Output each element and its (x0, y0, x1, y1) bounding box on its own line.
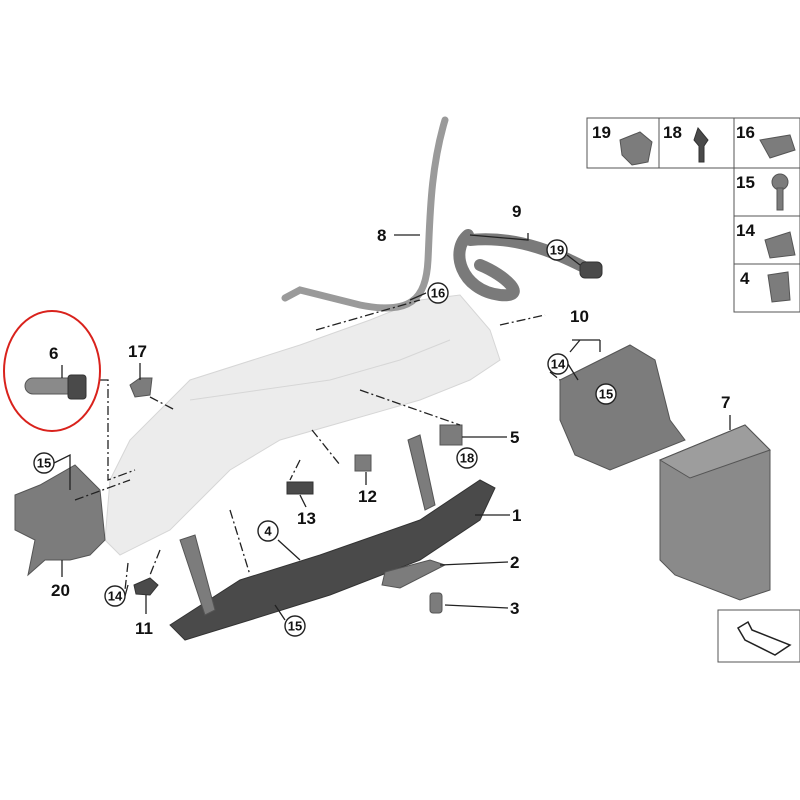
callout-7: 7 (721, 393, 730, 412)
callout-13: 13 (297, 509, 316, 528)
lid-hinge-right (407, 434, 436, 511)
svg-text:19: 19 (550, 243, 564, 258)
circled-callout-15: 15 (33, 452, 55, 474)
part-8-duct (281, 116, 449, 312)
part-1-glove-box-lid (169, 479, 496, 641)
svg-text:16: 16 (431, 286, 445, 301)
callout-20: 20 (51, 581, 70, 600)
part-20-bracket (14, 464, 106, 577)
part-17-clip (129, 377, 153, 398)
part-9-connector (579, 261, 603, 279)
svg-text:14: 14 (551, 357, 566, 372)
callout-5: 5 (510, 428, 519, 447)
circled-callout-16: 16 (427, 282, 449, 304)
nut-14-icon (764, 231, 796, 259)
part-3-pin (429, 592, 443, 614)
circled-callout-19: 19 (546, 239, 568, 261)
circled-callout-18: 18 (456, 447, 478, 469)
svg-text:14: 14 (108, 589, 123, 604)
lid-hinge-left (179, 534, 216, 616)
callout-8: 8 (377, 226, 386, 245)
circled-callout-15: 15 (595, 383, 617, 405)
clip-16-icon (759, 134, 796, 159)
part-12-clip (354, 454, 372, 472)
part-9-hose (453, 229, 596, 302)
orientation-icon (717, 609, 800, 663)
circled-callout-14: 14 (547, 353, 569, 375)
part-11-cap (133, 577, 159, 596)
clip-19-icon (619, 131, 653, 166)
legend-16: 16 (736, 123, 755, 142)
circled-callout-15: 15 (284, 615, 306, 637)
callout-17: 17 (128, 342, 147, 361)
legend-19: 19 (592, 123, 611, 142)
clip-4-icon (767, 271, 791, 303)
callout-1: 1 (512, 506, 521, 525)
legend-14: 14 (736, 221, 755, 240)
svg-text:4: 4 (264, 524, 272, 539)
callout-9: 9 (512, 202, 521, 221)
callout-2: 2 (510, 553, 519, 572)
legend-18: 18 (663, 123, 682, 142)
circled-callout-14: 14 (104, 585, 126, 607)
legend-4: 4 (740, 269, 750, 288)
svg-text:15: 15 (288, 619, 302, 634)
callout-10: 10 (570, 307, 589, 326)
callout-3: 3 (510, 599, 519, 618)
callout-11: 11 (135, 619, 153, 638)
callout-12: 12 (358, 487, 377, 506)
svg-text:15: 15 (599, 387, 613, 402)
circled-callout-4: 4 (257, 520, 279, 542)
part-13-pad (286, 481, 314, 495)
highlight-circle (3, 310, 101, 432)
part-2-latch (381, 559, 447, 589)
svg-text:18: 18 (460, 451, 474, 466)
legend-15: 15 (736, 173, 755, 192)
callout-6: 6 (49, 344, 58, 363)
part-5-clip (439, 424, 463, 446)
part-10-bracket (559, 344, 686, 471)
fastener-legend: 19 18 16 15 14 4 (586, 117, 800, 313)
svg-text:15: 15 (37, 456, 51, 471)
pin-18-icon (693, 126, 709, 163)
